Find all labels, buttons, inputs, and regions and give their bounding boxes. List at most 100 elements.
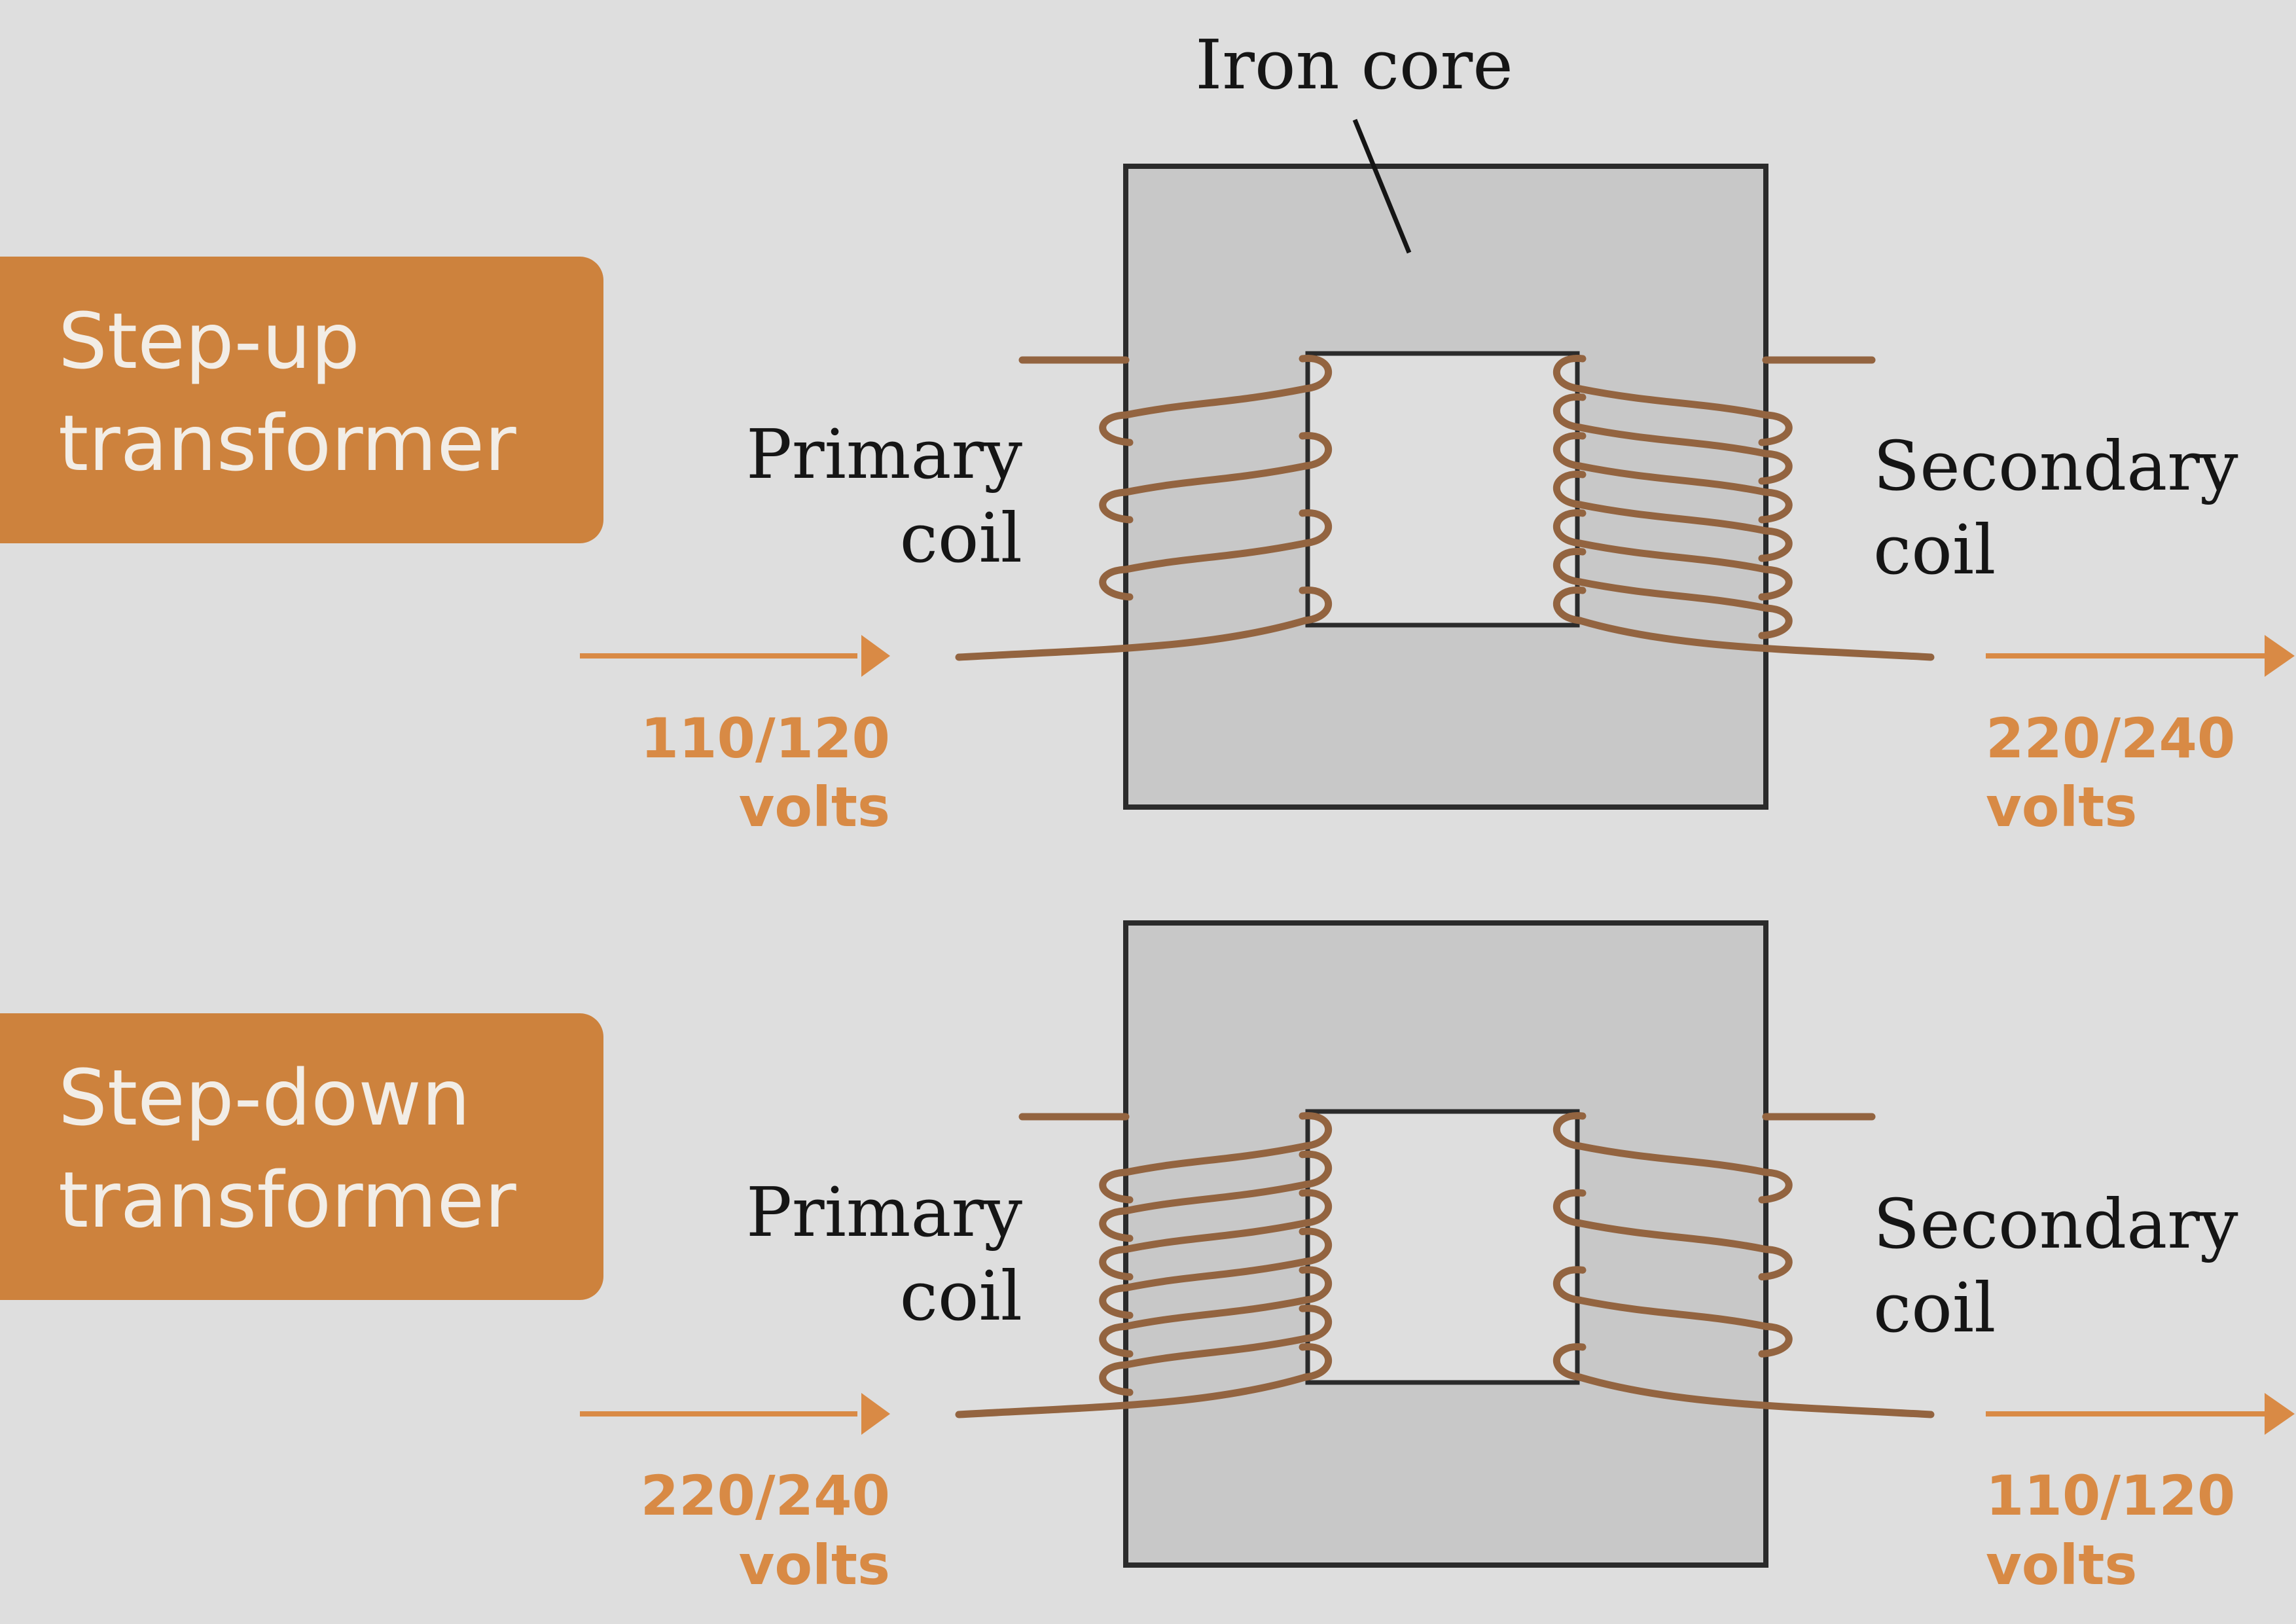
primary-coil bbox=[955, 1112, 1333, 1418]
coil-loop bbox=[1552, 1343, 1587, 1381]
coil-loop bbox=[1758, 1168, 1793, 1204]
coil-loop bbox=[1099, 1361, 1134, 1396]
coil-loop bbox=[1299, 1189, 1333, 1227]
coil-strand bbox=[1576, 1219, 1770, 1254]
input-arrow bbox=[580, 1393, 890, 1435]
iron-core-label: Iron core bbox=[1195, 25, 1513, 105]
output-voltage-unit: volts bbox=[1986, 775, 2137, 839]
coil-loop bbox=[1758, 488, 1793, 524]
coil-loop bbox=[1758, 604, 1793, 640]
coil-loop bbox=[1299, 1227, 1333, 1265]
output-arrow-head bbox=[2265, 1393, 2295, 1435]
coil-strand bbox=[1122, 385, 1309, 419]
coil-strand bbox=[1576, 385, 1770, 419]
coil-strand bbox=[1576, 539, 1770, 573]
coil-strand bbox=[1576, 462, 1770, 496]
primary-coil-label-2: coil bbox=[900, 1256, 1022, 1336]
coil-loop bbox=[1299, 509, 1333, 547]
core-window bbox=[1305, 351, 1580, 628]
coil-loop bbox=[1758, 527, 1793, 562]
coil-loop bbox=[1099, 1322, 1134, 1358]
coil-loop bbox=[1552, 432, 1587, 470]
coil-loop bbox=[1552, 1189, 1587, 1227]
coil-loop bbox=[1552, 471, 1587, 509]
secondary-coil-label-1: Secondary bbox=[1873, 426, 2238, 506]
output-voltage-unit: volts bbox=[1986, 1533, 2137, 1597]
coil-loop bbox=[1758, 1322, 1793, 1358]
badge-line-2: transformer bbox=[58, 1155, 516, 1245]
primary-coil-label-2: coil bbox=[900, 498, 1022, 578]
coil-loop bbox=[1758, 411, 1793, 446]
input-voltage-unit: volts bbox=[739, 1533, 890, 1597]
coil-loop bbox=[1552, 586, 1587, 624]
coil-loop bbox=[1099, 411, 1134, 446]
coil-lead-out bbox=[955, 1373, 1309, 1418]
secondary-coil-label-1: Secondary bbox=[1873, 1184, 2238, 1264]
coil-strand bbox=[1576, 1142, 1770, 1176]
coil-lead-out bbox=[1576, 1373, 1935, 1418]
coil-strand bbox=[1122, 1181, 1309, 1215]
output-arrow-head bbox=[2265, 635, 2295, 677]
coil-loop bbox=[1299, 1266, 1333, 1304]
output-voltage-value: 110/120 bbox=[1986, 1464, 2235, 1528]
coil-loop bbox=[1099, 1246, 1134, 1281]
step-down-badge bbox=[0, 1013, 603, 1300]
step-up-badge bbox=[0, 257, 603, 543]
input-arrow bbox=[580, 635, 890, 677]
input-arrow-head bbox=[861, 635, 890, 677]
coil-loop bbox=[1552, 509, 1587, 547]
input-voltage-value: 220/240 bbox=[641, 1464, 890, 1528]
coil-strand bbox=[1576, 424, 1770, 458]
coil-loop bbox=[1758, 1246, 1793, 1281]
secondary-coil-label-2: coil bbox=[1873, 1268, 1996, 1348]
coil-strand bbox=[1122, 1296, 1309, 1330]
step-down-transformer: Step-down transformer Primary coil Secon… bbox=[0, 920, 2295, 1597]
input-arrow-head bbox=[861, 1393, 890, 1435]
secondary-coil bbox=[1552, 355, 1935, 661]
badge-line-1: Step-up bbox=[58, 296, 360, 386]
coil-loop bbox=[1552, 355, 1587, 393]
coil-loop bbox=[1552, 1266, 1587, 1304]
output-voltage-value: 220/240 bbox=[1986, 706, 2235, 770]
coil-strand bbox=[1122, 539, 1309, 573]
coil-loop bbox=[1552, 548, 1587, 586]
input-voltage-unit: volts bbox=[739, 775, 890, 839]
coil-loop bbox=[1099, 1207, 1134, 1242]
coil-loop bbox=[1552, 393, 1587, 431]
coil-loop bbox=[1758, 566, 1793, 601]
coil-strand bbox=[1576, 578, 1770, 612]
coil-strand bbox=[1576, 501, 1770, 535]
coil-loop bbox=[1299, 355, 1333, 393]
output-arrow bbox=[1986, 635, 2295, 677]
coil-strand bbox=[1122, 1335, 1309, 1369]
coil-loop bbox=[1099, 566, 1134, 601]
coil-loop bbox=[1299, 586, 1333, 624]
coil-lead-out bbox=[955, 617, 1309, 661]
secondary-coil bbox=[1552, 1112, 1935, 1418]
coil-lead-out bbox=[1576, 617, 1935, 661]
badge-line-2: transformer bbox=[58, 398, 516, 488]
coil-loop bbox=[1299, 1343, 1333, 1381]
primary-coil-label-1: Primary bbox=[746, 1172, 1022, 1252]
output-arrow bbox=[1986, 1393, 2295, 1435]
coil-strand bbox=[1122, 462, 1309, 496]
iron-core-leader-line bbox=[1352, 118, 1412, 254]
coil-loop bbox=[1099, 1284, 1134, 1319]
input-voltage-value: 110/120 bbox=[641, 706, 890, 770]
coil-loop bbox=[1299, 1112, 1333, 1150]
primary-coil-label-1: Primary bbox=[746, 414, 1022, 494]
coil-loop bbox=[1758, 450, 1793, 485]
coil-strand bbox=[1122, 1219, 1309, 1254]
coil-strand bbox=[1122, 1142, 1309, 1176]
coil-loop bbox=[1552, 1112, 1587, 1150]
coil-loop bbox=[1099, 488, 1134, 524]
coil-loop bbox=[1299, 432, 1333, 470]
secondary-coil-label-2: coil bbox=[1873, 510, 1996, 590]
coil-loop bbox=[1099, 1168, 1134, 1204]
step-up-transformer: Step-up transformer Primary coil Seconda… bbox=[0, 118, 2295, 839]
coil-strand bbox=[1122, 1258, 1309, 1291]
primary-coil bbox=[955, 355, 1333, 661]
coil-strand bbox=[1576, 1296, 1770, 1330]
badge-line-1: Step-down bbox=[58, 1053, 471, 1143]
